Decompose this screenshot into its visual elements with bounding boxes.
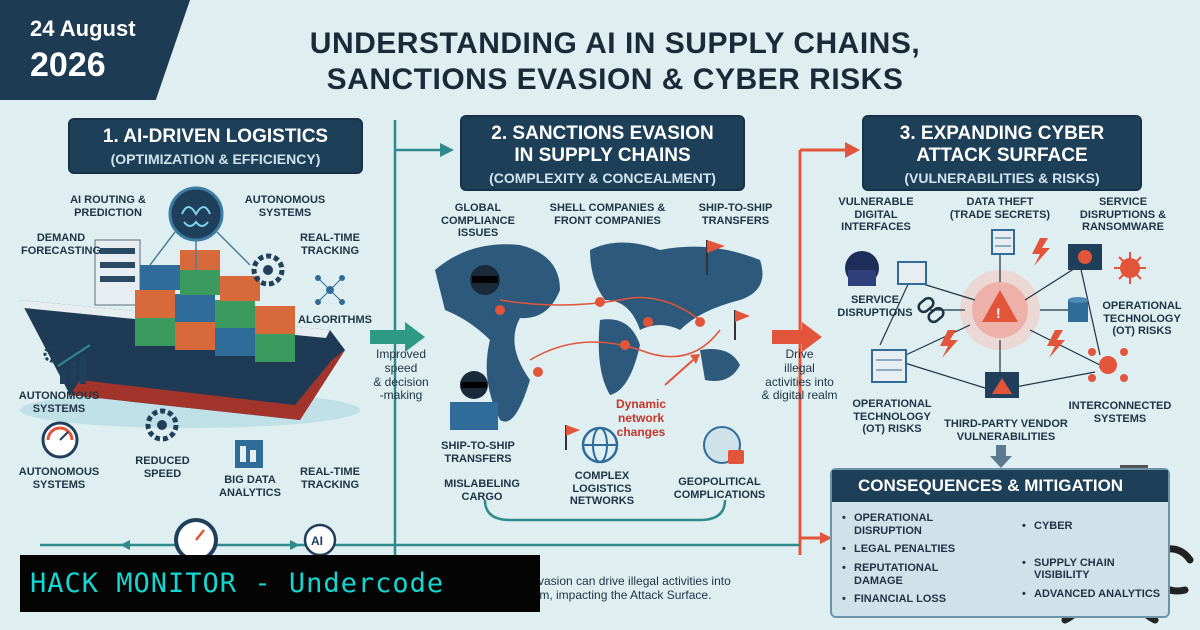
gear-icon — [145, 408, 179, 442]
network-node-icon — [1088, 348, 1128, 382]
section-sanctions-evasion: 2. SANCTIONS EVASION IN SUPPLY CHAINS (C… — [460, 115, 745, 191]
virus-icon — [1114, 252, 1146, 284]
progress-arrow — [370, 330, 405, 344]
title-line-1: UNDERSTANDING AI IN SUPPLY CHAINS, — [309, 27, 921, 60]
database-icon — [1068, 297, 1088, 322]
section-heading: 2. SANCTIONS EVASION — [491, 123, 714, 144]
cyber-network-diagram: ! — [879, 250, 1101, 389]
banner-text: HACK MONITOR - Undercode — [30, 568, 445, 599]
section-cyber-attack-surface: 3. EXPANDING CYBER ATTACK SURFACE (VULNE… — [862, 115, 1142, 191]
section-subheading: (OPTIMIZATION & EFFICIENCY) — [110, 150, 321, 167]
arrow-head — [845, 142, 860, 158]
list-item: CYBER — [1022, 520, 1167, 533]
stopwatch-icon — [174, 518, 218, 562]
progress-arrow — [772, 330, 802, 344]
tag-icon — [703, 426, 744, 464]
server-rack-icon — [871, 349, 907, 383]
title-line-2: SANCTIONS EVASION & CYBER RISKS — [326, 63, 904, 96]
chain-link-icon — [917, 296, 945, 324]
world-map — [435, 242, 763, 422]
date-year: 2026 — [30, 46, 106, 84]
section-heading: IN SUPPLY CHAINS — [514, 144, 691, 166]
page-title: UNDERSTANDING AI IN SUPPLY CHAINS, SANCT… — [200, 26, 1030, 98]
arrow-head — [440, 143, 454, 157]
database-icon — [235, 440, 263, 468]
server-icon — [991, 229, 1015, 255]
label-shell-companies: SHELL COMPANIES &FRONT COMPANIES — [549, 202, 666, 227]
hooded-hacker-icon — [845, 251, 879, 286]
ai-brain-icon — [149, 186, 251, 270]
date-day: 24 August — [30, 16, 136, 41]
label-ai-routing: AI ROUTING &PREDICTION — [70, 194, 146, 219]
monitor-icon — [897, 261, 927, 285]
section-ai-logistics: 1. AI-DRIVEN LOGISTICS (OPTIMIZATION & E… — [68, 118, 363, 174]
lightning-icon — [940, 238, 1065, 358]
globe-icon — [565, 425, 619, 464]
bar-chart-icon — [43, 344, 91, 384]
label-algorithms: ALGORITHMS — [298, 314, 372, 326]
hack-monitor-banner: HACK MONITOR - Undercode — [20, 555, 540, 612]
masked-figure-icon — [470, 265, 500, 295]
section-heading: ATTACK SURFACE — [916, 144, 1088, 166]
list-item: FINANCIAL LOSS — [842, 593, 992, 606]
gauge-icon — [41, 421, 79, 459]
cargo-ship-illustration — [20, 239, 360, 428]
svg-text:AI: AI — [311, 534, 323, 548]
svg-text:!: ! — [996, 305, 1001, 321]
red-flag-icon — [706, 240, 750, 340]
date-badge: 24 August 2026 — [0, 0, 190, 100]
ransomware-laptop-icon — [1068, 244, 1102, 270]
list-item: ADVANCED ANALYTICS — [1022, 588, 1167, 601]
down-arrow-icon — [990, 445, 1012, 468]
label-data-theft: DATA THEFT(TRADE SECRETS) — [949, 196, 1051, 221]
section-heading: 3. EXPANDING CYBER — [899, 123, 1105, 144]
section-subheading: (COMPLEXITY & CONCEALMENT) — [489, 169, 716, 186]
connector-arrows — [120, 540, 300, 550]
thief-at-laptop-icon — [450, 371, 498, 430]
section-heading: 1. AI-DRIVEN LOGISTICS — [102, 126, 329, 147]
consequences-heading: CONSEQUENCES & MITIGATION — [832, 470, 1168, 502]
consequences-panel: CONSEQUENCES & MITIGATION OPERATIONALDIS… — [830, 468, 1170, 618]
list-item: LEGAL PENALTIES — [842, 543, 992, 556]
bottom-summary-note: Evasion can drive illegal activities int… — [530, 574, 731, 603]
gear-icon — [251, 253, 285, 287]
ai-chip-icon: AI — [303, 523, 337, 557]
warning-laptop-icon — [985, 372, 1019, 398]
section-subheading: (VULNERABILITIES & RISKS) — [904, 169, 1100, 186]
network-icon — [315, 275, 345, 305]
